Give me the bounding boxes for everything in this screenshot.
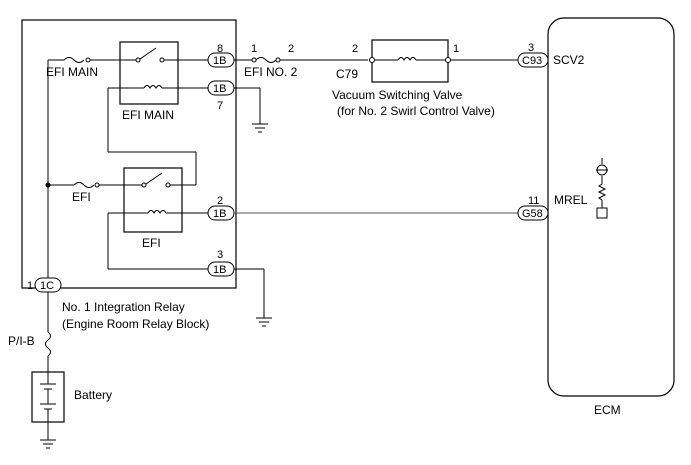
ecm-scv2-pin: 3 <box>528 42 534 54</box>
efi-fuse-end <box>94 182 100 188</box>
ground-symbol-battery <box>40 439 56 449</box>
ecm-conn-c93-label: C93 <box>522 55 542 67</box>
relay-block-name-line2: (Engine Room Relay Block) <box>62 317 209 331</box>
conn-1c-label: 1C <box>40 280 54 292</box>
pin-1c-number: 1 <box>27 280 33 292</box>
vsv-connector-code: C79 <box>336 67 358 81</box>
conn-1b-pin-3-label: 1B <box>213 264 226 276</box>
ecm-mrel-label: MREL <box>554 193 588 207</box>
efi-contact-left <box>141 182 147 188</box>
efino2-label: EFI NO. 2 <box>244 65 298 79</box>
efi-main-relay-box <box>119 41 179 105</box>
efi-main-relay-label: EFI MAIN <box>122 108 174 122</box>
ecm-conn-g58-label: G58 <box>522 208 543 220</box>
efi-relay-label: EFI <box>142 236 161 250</box>
ecm-conn-g58 <box>517 205 549 221</box>
pin-7-number: 7 <box>217 100 223 112</box>
vsv-name-line1: Vacuum Switching Valve <box>332 88 463 102</box>
conn-1b-pin-2-label: 1B <box>213 208 226 220</box>
efino2-pin-a: 1 <box>251 43 257 55</box>
vsv-box <box>371 39 449 83</box>
battery-icon <box>40 372 56 422</box>
efino2-pin-b: 2 <box>288 43 294 55</box>
battery-label: Battery <box>74 388 112 402</box>
efino2-fuse <box>255 57 277 63</box>
ecm-conn-c93 <box>517 52 549 68</box>
pib-fusible-link <box>45 331 51 357</box>
efi-main-fuse-label: EFI MAIN <box>46 65 98 79</box>
vsv-pin-in-terminal <box>369 57 375 63</box>
vsv-coil <box>397 57 417 61</box>
relay-block-outline <box>21 19 237 289</box>
efi-main-fuse-end <box>85 57 91 63</box>
ecm-scv2-label: SCV2 <box>553 53 585 67</box>
pib-label: P/I-B <box>8 334 35 348</box>
efi-coil <box>147 210 167 214</box>
conn-1b-pin-7-label: 1B <box>213 83 226 95</box>
conn-1b-pin-8-label: 1B <box>213 55 226 67</box>
efi-contact-right <box>165 182 171 188</box>
efi-fuse-label: EFI <box>72 190 91 204</box>
vsv-pin-out-terminal <box>445 57 451 63</box>
pin-3-number: 3 <box>217 249 223 261</box>
relay-block-name-line1: No. 1 Integration Relay <box>62 300 185 314</box>
efi-relay-box <box>123 167 183 233</box>
ecm-mrel-resistor <box>597 176 607 208</box>
ecm-label: ECM <box>594 403 621 417</box>
efi-main-coil <box>143 85 163 89</box>
efino2-fuse-end <box>275 57 281 63</box>
ecm-mrel-terminal <box>596 207 608 219</box>
vsv-pin-out-number: 1 <box>453 43 459 55</box>
pin-8-number: 8 <box>217 43 223 55</box>
efi-main-contact-right <box>159 57 165 63</box>
vsv-pin-in-number: 2 <box>352 43 358 55</box>
efi-main-contact-left <box>135 57 141 63</box>
efi-main-switch-blade <box>139 47 157 60</box>
ecm-box <box>547 17 675 397</box>
pin-2-number: 2 <box>217 195 223 207</box>
efi-fuse <box>73 182 95 188</box>
efi-main-fuse <box>63 57 85 63</box>
ground-symbol-3 <box>256 317 272 327</box>
ecm-mrel-pin: 11 <box>528 195 539 207</box>
efino2-fuse-start <box>251 57 257 63</box>
ground-symbol-7 <box>252 123 268 133</box>
efi-switch-blade <box>145 172 163 185</box>
vsv-name-line2: (for No. 2 Swirl Control Valve) <box>337 104 495 118</box>
